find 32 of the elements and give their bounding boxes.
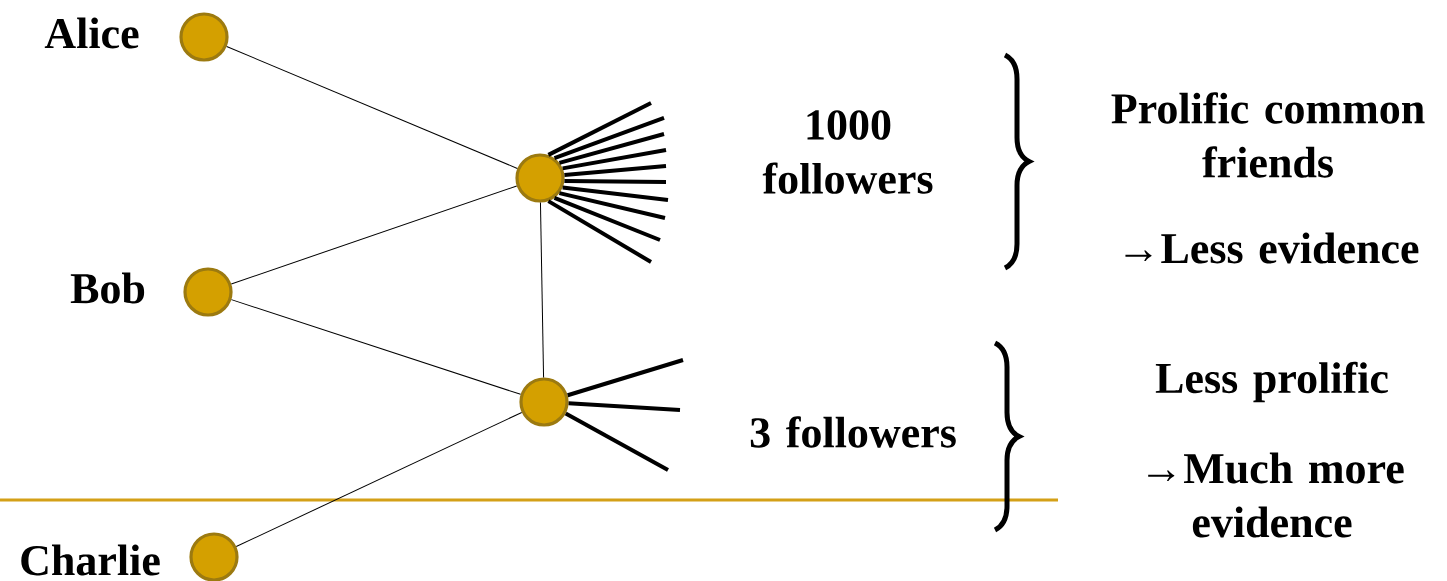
node-circle bbox=[183, 267, 233, 317]
fan-line bbox=[558, 191, 666, 220]
name-label: Bob bbox=[70, 272, 145, 304]
fan-line bbox=[564, 164, 667, 177]
edge-line bbox=[539, 202, 545, 378]
note-text: →Less evidence bbox=[1125, 232, 1419, 264]
fan-line bbox=[553, 196, 661, 242]
fan-line bbox=[547, 199, 653, 264]
fan-line bbox=[547, 101, 652, 157]
name-label: Alice bbox=[44, 17, 139, 49]
node-circle bbox=[515, 153, 565, 203]
note-text: Less prolific bbox=[1155, 361, 1388, 403]
node-circle bbox=[519, 377, 569, 427]
fan-line bbox=[567, 358, 684, 398]
note-text: 1000 followers bbox=[762, 110, 933, 194]
fan-line bbox=[564, 179, 667, 184]
fan-line bbox=[553, 116, 665, 160]
edge-line bbox=[235, 411, 523, 548]
edge-line bbox=[226, 46, 518, 169]
name-label: Charlie bbox=[21, 544, 160, 576]
edge-line bbox=[230, 299, 522, 395]
fan-line bbox=[564, 411, 669, 472]
fan-line bbox=[558, 132, 665, 165]
note-text: Prolific common friends bbox=[1111, 92, 1425, 178]
node-circle bbox=[189, 532, 239, 581]
fan-line bbox=[562, 148, 667, 171]
node-circle bbox=[179, 12, 229, 62]
fan-line bbox=[568, 401, 681, 412]
edge-line bbox=[230, 185, 518, 285]
note-text: →Much more evidence bbox=[1148, 452, 1404, 538]
fan-line bbox=[562, 185, 669, 202]
note-text: 3 followers bbox=[750, 416, 956, 448]
